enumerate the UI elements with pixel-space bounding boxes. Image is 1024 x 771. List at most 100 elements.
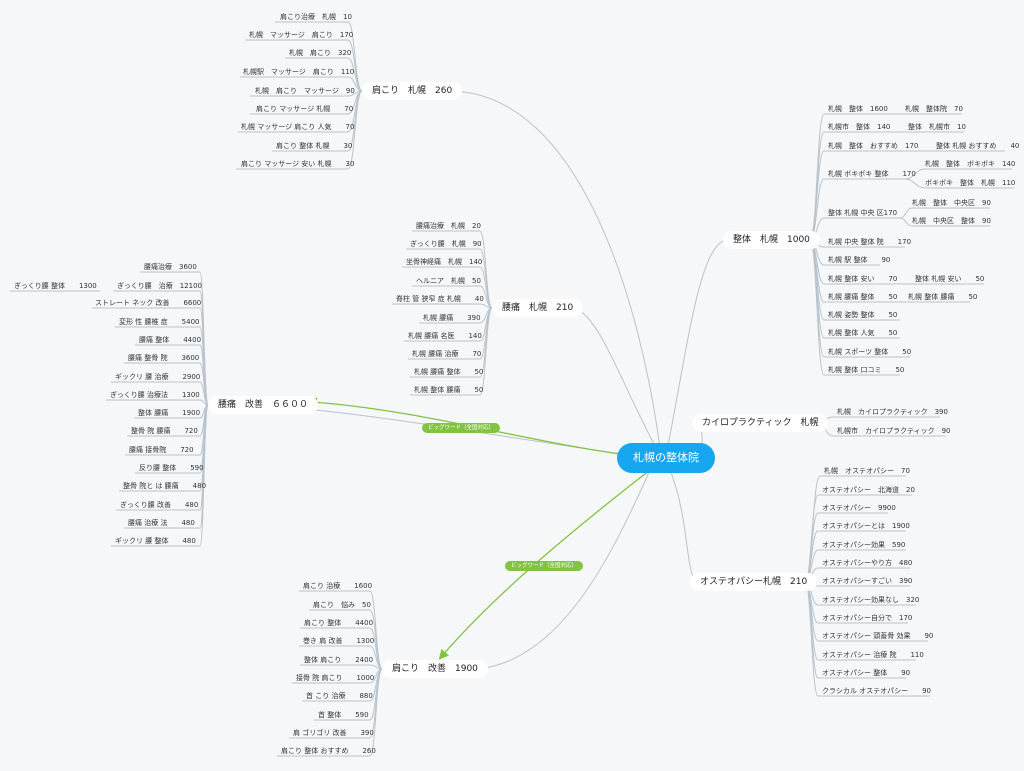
leaf-youtsu-kaizen[interactable]: ぎっくり腰 治療 12100 bbox=[117, 282, 202, 290]
leaf-seitai-sapporo[interactable]: 札幌 スポーツ 整体 50 bbox=[828, 348, 912, 356]
central-topic[interactable]: 札幌の整体院 bbox=[617, 443, 715, 473]
leaf-youtsu-kaizen[interactable]: 腰痛 整骨 院 3600 bbox=[128, 354, 200, 362]
leaf-katakori-sapporo[interactable]: 肩こり治療 札幌 10 bbox=[280, 13, 352, 21]
leaf-youtsu-sapporo[interactable]: 札幌 腰痛 整体 50 bbox=[414, 368, 484, 376]
topic-youtsu-kaizen[interactable]: 腰痛 改善 ６６００ bbox=[208, 396, 319, 414]
connector-line bbox=[809, 131, 825, 241]
connector-line bbox=[479, 307, 493, 396]
leaf-youtsu-kaizen[interactable]: 腰痛 整体 4400 bbox=[139, 336, 202, 344]
leaf-youtsu-kaizen[interactable]: 腰痛治療 3600 bbox=[144, 263, 197, 271]
leaf-seitai-sapporo[interactable]: 札幌 整体 安い 70 bbox=[828, 275, 898, 283]
leaf-chiropractic[interactable]: 札幌市 カイロプラクティック 90 bbox=[837, 427, 951, 435]
leaf-katakori-kaizen[interactable]: 首 こり 治療 880 bbox=[306, 692, 373, 700]
leaf-katakori-sapporo[interactable]: 肩こり マッサージ 安い 札幌 30 bbox=[241, 160, 355, 168]
leaf-youtsu-sapporo[interactable]: 札幌 腰痛 390 bbox=[423, 314, 481, 322]
topic-seitai-sapporo[interactable]: 整体 札幌 1000 bbox=[723, 231, 820, 249]
leaf-youtsu-sapporo[interactable]: 坐骨神経痛 札幌 140 bbox=[406, 258, 483, 266]
leaf-youtsu-sapporo[interactable]: ヘルニア 札幌 50 bbox=[416, 277, 481, 285]
leaf-osteopathy[interactable]: オステオパシーすごい 390 bbox=[822, 577, 913, 585]
leaf-osteopathy[interactable]: オステオパシー 頭蓋骨 効果 90 bbox=[822, 632, 934, 640]
leaf-katakori-kaizen[interactable]: 首 整体 590 bbox=[318, 711, 369, 719]
leaf-katakori-sapporo[interactable]: 肩こり 整体 札幌 30 bbox=[276, 142, 353, 150]
leaf-youtsu-kaizen[interactable]: ぎっくり腰 治療法 1300 bbox=[110, 391, 200, 399]
leaf-katakori-sapporo[interactable]: 札幌 肩こり マッサージ 90 bbox=[255, 87, 355, 95]
leaf-youtsu-kaizen[interactable]: 整骨 院と は 腰痛 480 bbox=[123, 482, 207, 490]
leaf-seitai-sapporo[interactable]: 札幌 整体 おすすめ 170 bbox=[828, 142, 919, 150]
leaf-youtsu-kaizen[interactable]: ぎっくり腰 改善 480 bbox=[120, 501, 199, 509]
connector-line bbox=[451, 90, 661, 449]
leaf-katakori-kaizen[interactable]: 肩こり 整体 4400 bbox=[304, 619, 374, 627]
leaf-seitai-sapporo-sub[interactable]: 札幌 整体 中央区 90 bbox=[912, 199, 991, 207]
leaf-youtsu-sapporo[interactable]: 脊柱 管 狭窄 症 札幌 40 bbox=[396, 295, 484, 303]
leaf-youtsu-sapporo[interactable]: ぎっくり腰 札幌 90 bbox=[410, 240, 482, 248]
leaf-osteopathy[interactable]: オステオパシーとは 1900 bbox=[822, 522, 910, 530]
leaf-seitai-sapporo[interactable]: 札幌 駅 整体 90 bbox=[828, 256, 891, 264]
leaf-katakori-kaizen[interactable]: 肩こり 悩み 50 bbox=[313, 601, 371, 609]
leaf-seitai-sapporo-sub[interactable]: 整体 札幌 安い 50 bbox=[915, 275, 985, 283]
leaf-osteopathy[interactable]: オステオパシー効果 590 bbox=[822, 541, 906, 549]
leaf-youtsu-sapporo[interactable]: 札幌 整体 腰痛 50 bbox=[414, 386, 484, 394]
leaf-youtsu-sapporo[interactable]: 腰痛治療 札幌 20 bbox=[416, 222, 481, 230]
leaf-youtsu-kaizen[interactable]: ストレート ネック 改善 6600 bbox=[95, 299, 202, 307]
leaf-osteopathy[interactable]: オステオパシー自分で 170 bbox=[822, 614, 913, 622]
leaf-seitai-sapporo[interactable]: 札幌 中央 整体 院 170 bbox=[828, 238, 912, 246]
leaf-seitai-sapporo[interactable]: 札幌 ボキボキ 整体 170 bbox=[828, 170, 916, 178]
connector-line bbox=[574, 307, 656, 447]
leaf-osteopathy[interactable]: オステオパシー 北海道 20 bbox=[822, 486, 915, 494]
leaf-osteopathy[interactable]: オステオパシー 9900 bbox=[822, 504, 896, 512]
leaf-katakori-kaizen[interactable]: 肩 ゴリゴリ 改善 390 bbox=[293, 729, 374, 737]
connector-line bbox=[669, 469, 698, 583]
leaf-youtsu-kaizen[interactable]: ギックリ 腰 整体 480 bbox=[115, 537, 196, 545]
leaf-osteopathy[interactable]: オステオパシーやり方 480 bbox=[822, 559, 913, 567]
leaf-katakori-kaizen[interactable]: 肩こり 治療 1600 bbox=[303, 582, 373, 590]
leaf-youtsu-kaizen-sub[interactable]: ぎっくり腰 整体 1300 bbox=[14, 282, 97, 290]
leaf-seitai-sapporo-sub[interactable]: 札幌 整体 ボキボキ 140 bbox=[925, 160, 1016, 168]
topic-chiropractic-sapporo[interactable]: カイロプラクティック 札幌 bbox=[692, 414, 829, 432]
leaf-seitai-sapporo[interactable]: 整体 札幌 中央 区170 bbox=[828, 209, 898, 217]
topic-katakori-sapporo[interactable]: 肩こり 札幌 260 bbox=[362, 82, 463, 100]
leaf-seitai-sapporo-sub[interactable]: 整体 札幌 おすすめ 40 bbox=[936, 142, 1020, 150]
leaf-katakori-sapporo[interactable]: 札幌 マッサージ 肩こり 人気 70 bbox=[241, 123, 355, 131]
connector-line bbox=[809, 150, 825, 241]
leaf-youtsu-kaizen[interactable]: 整体 腰痛 1900 bbox=[138, 409, 201, 417]
leaf-youtsu-sapporo[interactable]: 札幌 腰痛 治療 70 bbox=[412, 350, 482, 358]
topic-youtsu-sapporo[interactable]: 腰痛 札幌 210 bbox=[492, 299, 584, 317]
leaf-seitai-sapporo[interactable]: 札幌 腰痛 整体 50 bbox=[828, 293, 898, 301]
leaf-youtsu-kaizen[interactable]: ギックリ 腰 治療 2900 bbox=[115, 373, 201, 381]
leaf-katakori-kaizen[interactable]: 肩こり 整体 おすすめ 260 bbox=[281, 747, 376, 755]
leaf-katakori-sapporo[interactable]: 札幌 マッサージ 肩こり 170 bbox=[249, 31, 354, 39]
leaf-katakori-sapporo[interactable]: 札幌 肩こり 320 bbox=[289, 49, 352, 57]
leaf-osteopathy[interactable]: クラシカル オステオパシー 90 bbox=[822, 687, 931, 695]
leaf-osteopathy[interactable]: 札幌 オステオパシー 70 bbox=[824, 467, 910, 475]
leaf-seitai-sapporo[interactable]: 札幌 整体 1600 bbox=[828, 105, 888, 113]
leaf-seitai-sapporo[interactable]: 札幌 姿勢 整体 50 bbox=[828, 311, 898, 319]
topic-osteopathy-sapporo[interactable]: オステオパシー札幌 210 bbox=[690, 573, 818, 591]
leaf-katakori-kaizen[interactable]: 整体 肩こり 2400 bbox=[304, 656, 374, 664]
leaf-chiropractic[interactable]: 札幌 カイロプラクティック 390 bbox=[837, 408, 948, 416]
leaf-seitai-sapporo-sub[interactable]: ボキボキ 整体 札幌 110 bbox=[925, 179, 1016, 187]
tag-bigword-top: ビッグワード（全国対応） bbox=[422, 423, 501, 433]
leaf-osteopathy[interactable]: オステオパシー効果なし 320 bbox=[822, 596, 920, 604]
leaf-youtsu-kaizen[interactable]: 整骨 院 腰痛 720 bbox=[131, 427, 198, 435]
leaf-youtsu-kaizen[interactable]: 変形 性 腰椎 症 5400 bbox=[119, 318, 200, 326]
leaf-katakori-sapporo[interactable]: 肩こり マッサージ 札幌 70 bbox=[256, 105, 354, 113]
leaf-osteopathy[interactable]: オステオパシー 治療 院 110 bbox=[822, 651, 924, 659]
leaf-katakori-kaizen[interactable]: 巻き 肩 改善 1300 bbox=[303, 637, 375, 645]
leaf-osteopathy[interactable]: オステオパシー 整体 90 bbox=[822, 669, 911, 677]
topic-katakori-kaizen[interactable]: 肩こり 改善 1900 bbox=[382, 660, 488, 678]
leaf-katakori-sapporo[interactable]: 札幌駅 マッサージ 肩こり 110 bbox=[243, 68, 355, 76]
leaf-youtsu-sapporo[interactable]: 札幌 腰痛 名医 140 bbox=[408, 332, 482, 340]
leaf-seitai-sapporo-sub[interactable]: 整体 札幌市 10 bbox=[908, 123, 966, 131]
leaf-seitai-sapporo[interactable]: 札幌 整体 口コミ 50 bbox=[828, 366, 905, 374]
leaf-seitai-sapporo[interactable]: 札幌 整体 人気 50 bbox=[828, 329, 898, 337]
leaf-seitai-sapporo-sub[interactable]: 札幌 整体院 70 bbox=[905, 105, 963, 113]
leaf-youtsu-kaizen[interactable]: 腰痛 治療 法 480 bbox=[128, 519, 195, 527]
leaf-youtsu-kaizen[interactable]: 反り腰 整体 590 bbox=[139, 464, 204, 472]
leaf-seitai-sapporo[interactable]: 札幌市 整体 140 bbox=[828, 123, 891, 131]
leaf-katakori-kaizen[interactable]: 接骨 院 肩こり 1000 bbox=[296, 674, 375, 682]
leaf-seitai-sapporo-sub[interactable]: 札幌 整体 腰痛 50 bbox=[908, 293, 978, 301]
leaf-seitai-sapporo-sub[interactable]: 札幌 中央区 整体 90 bbox=[912, 217, 991, 225]
leaf-youtsu-kaizen[interactable]: 腰痛 接骨院 720 bbox=[129, 446, 194, 454]
